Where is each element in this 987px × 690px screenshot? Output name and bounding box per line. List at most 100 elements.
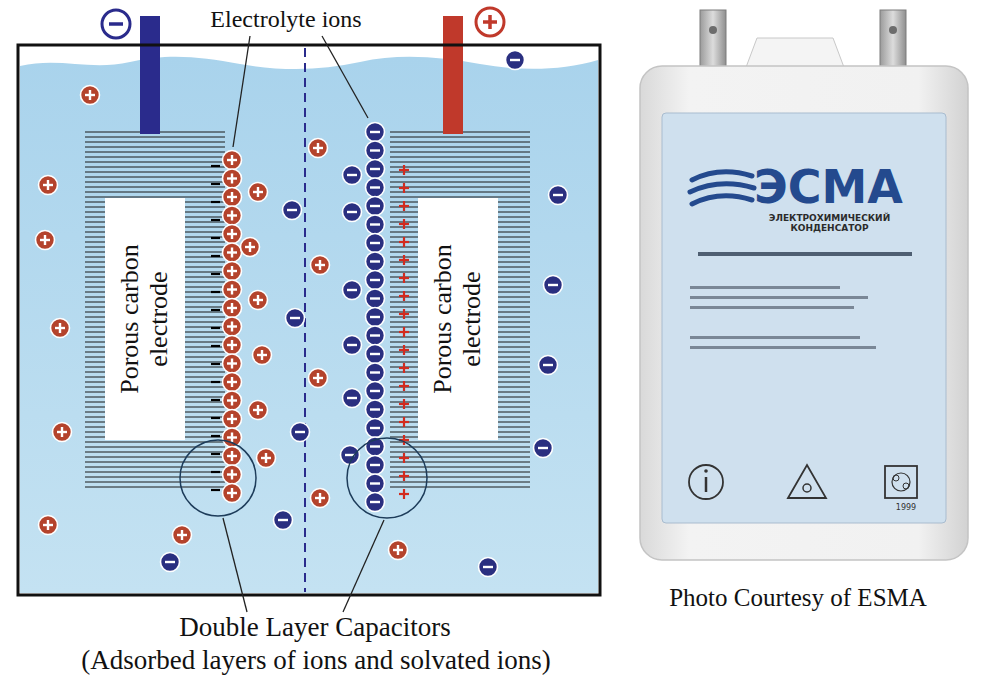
leader-lines (223, 36, 384, 612)
electrolyte (20, 57, 598, 593)
positive-charge (399, 327, 409, 337)
anion (366, 308, 385, 327)
pore-line (390, 152, 530, 153)
cation (223, 354, 242, 373)
anion (366, 123, 385, 142)
cation (309, 369, 328, 388)
positive-charge (399, 417, 409, 427)
cation (223, 280, 242, 299)
pore-line (390, 172, 530, 173)
electrode-core-ground (105, 198, 498, 440)
pore-line (85, 457, 225, 458)
pore-line (85, 477, 225, 478)
positive-charge (399, 165, 409, 175)
negative-charge (211, 255, 220, 257)
pore-line (390, 452, 530, 453)
negative-charge (211, 237, 220, 239)
pore-line (390, 157, 530, 158)
anion (366, 141, 385, 160)
cation (249, 183, 268, 202)
positive-charge (399, 291, 409, 301)
minus-sign (102, 10, 130, 38)
cation (223, 206, 242, 225)
positive-charge (399, 273, 409, 283)
pore-line (390, 162, 530, 163)
pore-line (85, 137, 225, 138)
anion (286, 309, 305, 328)
electrolyte-ions (36, 51, 568, 577)
cation (53, 423, 72, 442)
pore-line (390, 182, 530, 183)
positive-charge (399, 183, 409, 193)
pore-line (390, 472, 530, 473)
callout-label: Double Layer Capacitors (110, 612, 520, 643)
pore-line (390, 167, 530, 168)
anion (291, 423, 310, 442)
anion (366, 197, 385, 216)
positive-charge (399, 219, 409, 229)
anion (366, 289, 385, 308)
positive-charge (399, 453, 409, 463)
anion (366, 400, 385, 419)
cation (223, 410, 242, 429)
anion (366, 160, 385, 179)
anion (534, 439, 553, 458)
pore-line (390, 482, 530, 483)
electrode-core: Porous carbon electrode (105, 198, 185, 440)
anion (283, 201, 302, 220)
anion (366, 215, 385, 234)
negative-charge (211, 183, 220, 185)
pore-line (390, 187, 530, 188)
pore-line (85, 142, 225, 143)
cation (39, 176, 58, 195)
callout-label: Electrolyte ions (188, 6, 384, 34)
anion (366, 363, 385, 382)
pore-line (85, 167, 225, 168)
positive-charge (399, 471, 409, 481)
negative-charge (211, 291, 220, 293)
cation (223, 188, 242, 207)
double-layer-ring (180, 440, 256, 516)
positive-charge (399, 255, 409, 265)
pore-line (390, 177, 530, 178)
negative-charge (211, 399, 220, 401)
pore-line (85, 182, 225, 183)
negative-charge (211, 363, 220, 365)
cation (51, 319, 70, 338)
cation (223, 151, 242, 170)
anion (366, 456, 385, 475)
plus-sign (476, 8, 504, 36)
negative-charge (211, 471, 220, 473)
pore-line (390, 487, 530, 488)
pore-line (390, 142, 530, 143)
cation (36, 231, 55, 250)
anion (366, 382, 385, 401)
photo-credit: Photo Courtesy of ESMA (612, 584, 984, 613)
electrode-charges (211, 165, 409, 499)
capacitor-photo (640, 10, 968, 560)
pore-line (85, 192, 225, 193)
anion (366, 474, 385, 493)
positive-terminal (443, 16, 463, 134)
cation (223, 465, 242, 484)
anion (366, 252, 385, 271)
negative-charge (211, 381, 220, 383)
anion (366, 419, 385, 438)
anion (506, 51, 525, 70)
cation (223, 391, 242, 410)
anion (479, 558, 498, 577)
electrode-label: Porous carbon electrode (116, 219, 173, 419)
pore-line (85, 177, 225, 178)
pore-line (390, 442, 530, 443)
anion (343, 389, 362, 408)
cation (257, 449, 276, 468)
positive-charge (399, 363, 409, 373)
negative-charge (211, 309, 220, 311)
pore-line (85, 152, 225, 153)
positive-charge (399, 201, 409, 211)
pore-line (85, 447, 225, 448)
anion (544, 276, 563, 295)
negative-charge (211, 489, 220, 491)
anion (366, 178, 385, 197)
